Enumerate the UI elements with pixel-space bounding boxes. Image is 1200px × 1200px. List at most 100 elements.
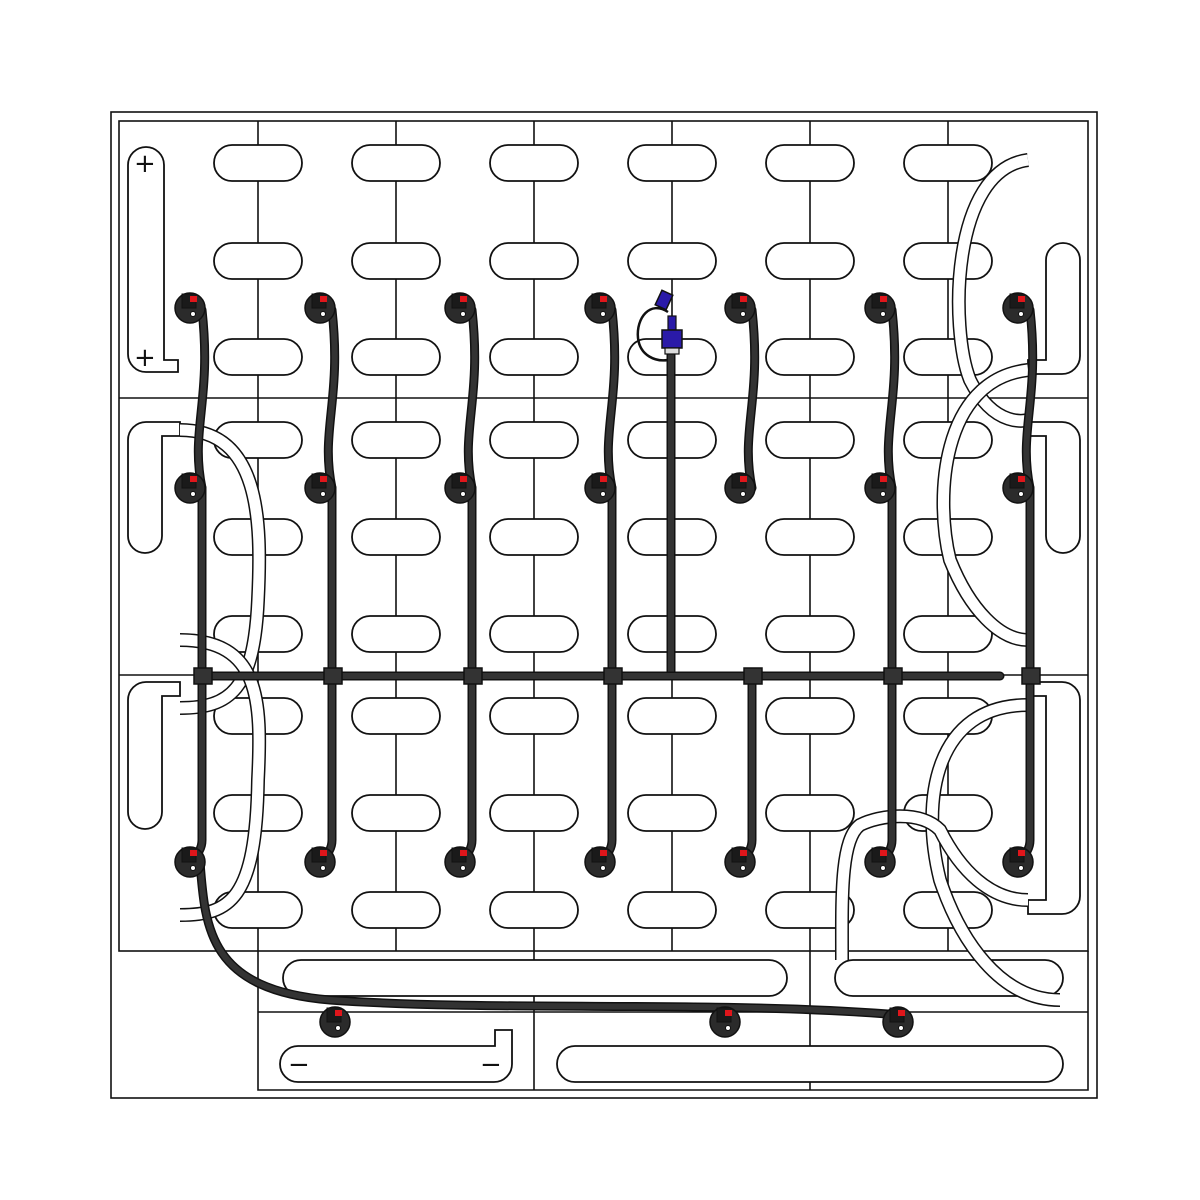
positive-terminal-bottom: + [134, 343, 156, 373]
plug-float [740, 311, 746, 317]
plug-indicator [740, 296, 747, 302]
watering-plug-icon [444, 472, 476, 504]
terminals: + + − − [127, 146, 1081, 1083]
negative-terminal-left: − [288, 1050, 310, 1080]
black-hose-core [597, 673, 615, 865]
plug-indicator [460, 476, 467, 482]
plug-indicator [725, 1010, 732, 1016]
black-hose-core [737, 673, 755, 865]
manifold-tee-icon [883, 667, 903, 685]
plug-float [190, 311, 196, 317]
cell-vent [213, 338, 303, 376]
cell-vent [903, 615, 993, 653]
watering-plugs [174, 292, 1034, 1038]
manifold-tee-icon [463, 667, 483, 685]
cell-vent [765, 144, 855, 182]
plug-float [600, 865, 606, 871]
plug-float [600, 491, 606, 497]
cell-vent [489, 794, 579, 832]
plug-indicator [880, 476, 887, 482]
cell-vent [903, 242, 993, 280]
cell-vent [765, 421, 855, 459]
plug-float [600, 311, 606, 317]
plug-float [880, 491, 886, 497]
cell-vent [489, 242, 579, 280]
cell-vent [489, 338, 579, 376]
watering-plug-icon [304, 472, 336, 504]
plug-float [320, 311, 326, 317]
cell-vent [903, 144, 993, 182]
black-hose-core [465, 307, 478, 491]
plug-indicator [320, 296, 327, 302]
watering-plug-icon [174, 846, 206, 878]
cell-vent [627, 242, 717, 280]
cell-vent [489, 144, 579, 182]
black-hose-core [605, 307, 618, 491]
cell-vent [765, 615, 855, 653]
cell-vent [351, 421, 441, 459]
cell-vent [351, 891, 441, 929]
plug-indicator [880, 850, 887, 856]
cell-vent [351, 794, 441, 832]
plug-indicator [460, 296, 467, 302]
watering-plug-icon [724, 846, 756, 878]
watering-plug-icon [1002, 472, 1034, 504]
watering-plug-icon [304, 846, 336, 878]
plug-indicator [600, 850, 607, 856]
plug-float [740, 491, 746, 497]
cell-vent [903, 338, 993, 376]
filler-inlet-icon [636, 289, 683, 362]
black-hose-core [885, 307, 898, 491]
plug-indicator [190, 850, 197, 856]
manifold-tee-icon [1021, 667, 1041, 685]
cell-vent [489, 697, 579, 735]
cell-vents [213, 144, 993, 929]
black-hose-core [195, 307, 208, 491]
white-hose-core [953, 154, 1030, 427]
watering-plug-icon [174, 292, 206, 324]
black-hose-core [1023, 307, 1036, 491]
cell-vent [765, 518, 855, 556]
cell-vent [627, 891, 717, 929]
cell-vent [351, 242, 441, 280]
manifold-tee-icon [193, 667, 213, 685]
watering-plug-icon [584, 472, 616, 504]
plug-indicator [880, 296, 887, 302]
plug-indicator [1018, 296, 1025, 302]
watering-plug-icon [174, 472, 206, 504]
cell-vent [213, 242, 303, 280]
negative-terminal-right: − [480, 1050, 502, 1080]
watering-plug-icon [1002, 292, 1034, 324]
plug-float [880, 311, 886, 317]
plug-indicator [460, 850, 467, 856]
cell-vent [351, 338, 441, 376]
cell-vent [213, 144, 303, 182]
watering-plug-icon [864, 472, 896, 504]
plug-indicator [898, 1010, 905, 1016]
watering-plug-icon [882, 1006, 914, 1038]
watering-plug-icon [724, 472, 756, 504]
manifold-tee-icon [323, 667, 343, 685]
black-hose-core [457, 673, 475, 865]
black-hose-core [317, 673, 335, 865]
plug-indicator [740, 850, 747, 856]
plug-float [880, 865, 886, 871]
watering-plug-icon [709, 1006, 741, 1038]
positive-terminal-top: + [134, 149, 156, 179]
cell-vent [351, 144, 441, 182]
cell-vent [765, 242, 855, 280]
plug-float [460, 491, 466, 497]
plug-float [1018, 491, 1024, 497]
plug-indicator [190, 296, 197, 302]
plug-indicator [1018, 476, 1025, 482]
white-hose-core [179, 424, 265, 714]
cell-vent [489, 518, 579, 556]
watering-plug-icon [444, 292, 476, 324]
plug-float [190, 865, 196, 871]
watering-plug-icon [864, 846, 896, 878]
plug-indicator [320, 476, 327, 482]
cell-vent [351, 697, 441, 735]
plug-float [190, 491, 196, 497]
white-hose-core [926, 699, 1061, 1006]
plug-float [460, 311, 466, 317]
